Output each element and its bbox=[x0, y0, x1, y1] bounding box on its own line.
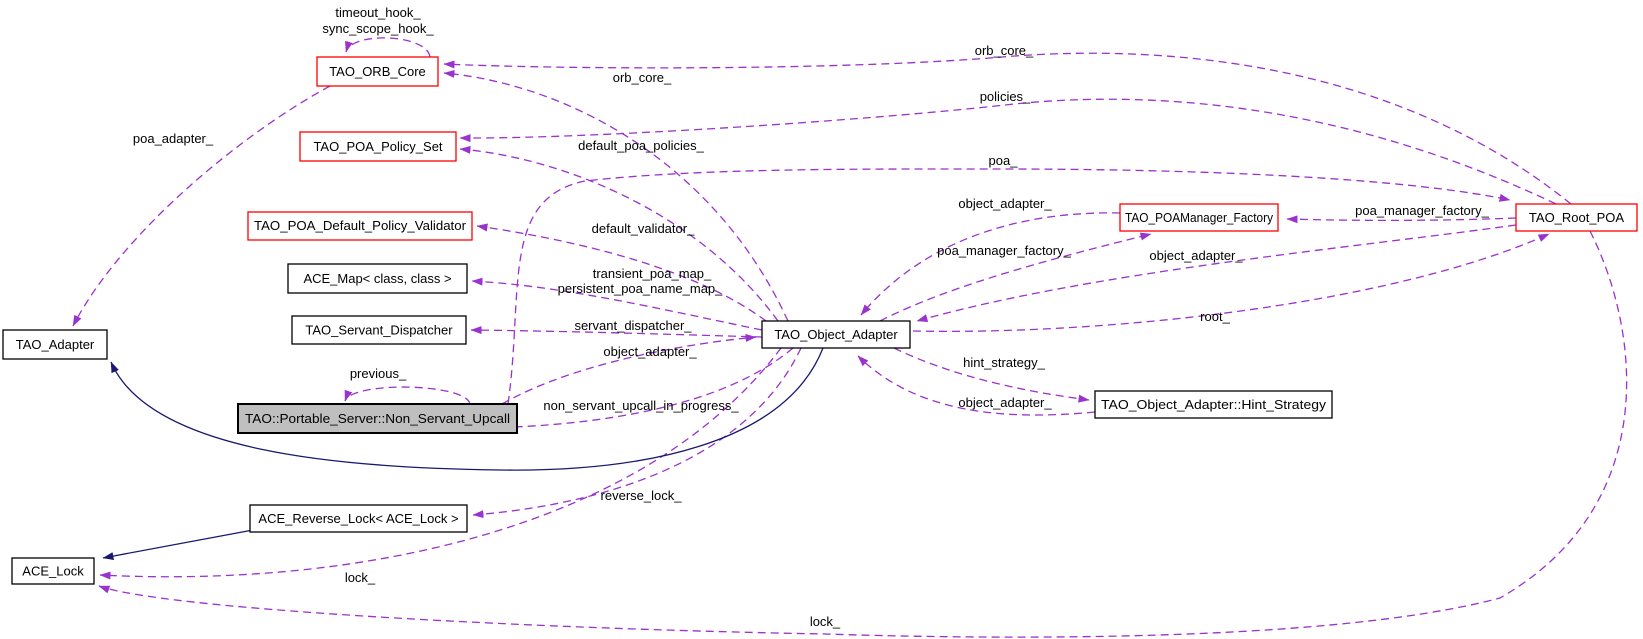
node-tao-poa-policy-set-label: TAO_POA_Policy_Set bbox=[313, 139, 442, 154]
label-lock-rootpoa: lock_ bbox=[810, 614, 841, 629]
edge-upcall-self bbox=[344, 386, 471, 405]
node-tao-servant-dispatcher[interactable]: TAO_Servant_Dispatcher bbox=[291, 315, 467, 345]
label-object-adapter-factory: object_adapter_ bbox=[958, 196, 1052, 211]
edge-rootpoa-to-policyset bbox=[459, 98, 1557, 205]
label-poa-manager-factory-oa: poa_manager_factory_ bbox=[937, 243, 1071, 258]
edge-upcall-to-oa bbox=[501, 334, 757, 405]
node-tao-root-poa-label: TAO_Root_POA bbox=[1529, 210, 1624, 225]
label-servant-dispatcher: servant_dispatcher_ bbox=[574, 318, 692, 333]
node-tao-object-adapter[interactable]: TAO_Object_Adapter bbox=[761, 320, 911, 349]
edge-reverselock-inherits-acelock bbox=[102, 529, 254, 561]
node-tao-object-adapter-label: TAO_Object_Adapter bbox=[774, 327, 898, 342]
edge-oa-to-policyset bbox=[459, 145, 779, 322]
edge-rootpoa-to-oa bbox=[916, 224, 1517, 322]
node-tao-poa-default-policy-validator[interactable]: TAO_POA_Default_Policy_Validator bbox=[247, 211, 473, 241]
edge-oa-inherits-adapter bbox=[110, 347, 824, 471]
node-hint-strategy[interactable]: TAO_Object_Adapter::Hint_Strategy bbox=[1094, 390, 1333, 419]
label-default-validator: default_validator_ bbox=[592, 221, 695, 236]
label-persistent-poa-name-map: persistent_poa_name_map_ bbox=[558, 281, 724, 296]
node-ace-reverse-lock-label: ACE_Reverse_Lock< ACE_Lock > bbox=[258, 511, 458, 526]
label-default-poa-policies: default_poa_policies_ bbox=[578, 138, 705, 153]
edge-oa-to-orbcore bbox=[443, 69, 789, 322]
label-policies: policies_ bbox=[980, 89, 1031, 104]
edge-oa-to-factory bbox=[879, 232, 1152, 322]
node-non-servant-upcall-label: TAO::Portable_Server::Non_Servant_Upcall bbox=[245, 411, 510, 426]
node-ace-lock[interactable]: ACE_Lock bbox=[11, 557, 95, 585]
node-ace-map[interactable]: ACE_Map< class, class > bbox=[287, 263, 468, 294]
node-non-servant-upcall[interactable]: TAO::Portable_Server::Non_Servant_Upcall bbox=[237, 403, 518, 434]
edge-oa-to-reverselock bbox=[472, 347, 802, 519]
label-object-adapter-hint: object_adapter_ bbox=[958, 395, 1052, 410]
edge-rootpoa-to-acelock bbox=[98, 230, 1628, 638]
label-transient-poa-map: transient_poa_map_ bbox=[593, 266, 712, 281]
nodes: TAO_ORB_Core TAO_POA_Policy_Set TAO_POA_… bbox=[2, 56, 1638, 585]
edge-orbcore-self bbox=[345, 37, 431, 58]
edge-orbcore-to-adapter bbox=[72, 85, 331, 327]
label-object-adapter-rootpoa: object_adapter_ bbox=[1149, 248, 1243, 263]
node-tao-adapter[interactable]: TAO_Adapter bbox=[2, 329, 108, 360]
node-tao-poamanager-factory[interactable]: TAO_POAManager_Factory bbox=[1119, 203, 1279, 232]
label-hint-strategy: hint_strategy_ bbox=[963, 355, 1045, 370]
node-ace-lock-label: ACE_Lock bbox=[22, 564, 84, 579]
edge-rootpoa-to-factory bbox=[1286, 215, 1517, 224]
label-orb-core-left: orb_core_ bbox=[613, 70, 672, 85]
node-ace-reverse-lock[interactable]: ACE_Reverse_Lock< ACE_Lock > bbox=[249, 504, 468, 533]
edge-hint-to-oa bbox=[857, 355, 1096, 416]
edge-oa-to-dispatcher bbox=[470, 326, 763, 338]
node-tao-root-poa[interactable]: TAO_Root_POA bbox=[1515, 203, 1638, 232]
label-poa-adapter: poa_adapter_ bbox=[133, 131, 214, 146]
node-tao-orb-core-label: TAO_ORB_Core bbox=[329, 64, 426, 79]
edge-oa-to-acemap bbox=[471, 277, 763, 331]
label-root: root_ bbox=[1200, 309, 1230, 324]
edge-oa-to-acelock bbox=[99, 347, 782, 580]
edges-usage bbox=[72, 37, 1628, 638]
edges-inheritance bbox=[102, 347, 824, 561]
label-object-adapter-upcall: object_adapter_ bbox=[603, 344, 697, 359]
edge-rootpoa-to-orbcore bbox=[443, 52, 1572, 205]
label-previous: previous_ bbox=[350, 366, 407, 381]
edge-labels: timeout_hook_ sync_scope_hook_ poa_adapt… bbox=[133, 5, 1490, 629]
edge-factory-to-oa bbox=[860, 212, 1121, 316]
label-sync-scope-hook: sync_scope_hook_ bbox=[322, 21, 434, 36]
node-hint-strategy-label: TAO_Object_Adapter::Hint_Strategy bbox=[1101, 397, 1327, 412]
label-reverse-lock: reverse_lock_ bbox=[601, 488, 683, 503]
edge-oa-to-rootpoa bbox=[912, 233, 1550, 332]
node-tao-orb-core[interactable]: TAO_ORB_Core bbox=[316, 56, 439, 87]
edge-upcall-to-rootpoa bbox=[507, 168, 1511, 405]
label-orb-core-right: orb_core_ bbox=[975, 43, 1034, 58]
node-ace-map-label: ACE_Map< class, class > bbox=[303, 271, 451, 286]
label-non-servant-upcall-in-progress: non_servant_upcall_in_progress_ bbox=[543, 398, 739, 413]
node-tao-poa-policy-set[interactable]: TAO_POA_Policy_Set bbox=[299, 131, 457, 162]
node-tao-poa-default-policy-validator-label: TAO_POA_Default_Policy_Validator bbox=[254, 218, 467, 233]
node-tao-servant-dispatcher-label: TAO_Servant_Dispatcher bbox=[305, 323, 453, 338]
edge-oa-to-upcall bbox=[481, 347, 794, 432]
node-tao-poamanager-factory-label: TAO_POAManager_Factory bbox=[1125, 210, 1273, 225]
label-lock-oa: lock_ bbox=[345, 570, 376, 585]
node-tao-adapter-label: TAO_Adapter bbox=[16, 337, 95, 352]
label-poa-manager-factory-rootpoa: poa_manager_factory_ bbox=[1355, 203, 1489, 218]
label-timeout-hook: timeout_hook_ bbox=[335, 5, 421, 20]
edge-oa-to-validator bbox=[476, 223, 767, 322]
label-poa: poa_ bbox=[989, 153, 1019, 168]
